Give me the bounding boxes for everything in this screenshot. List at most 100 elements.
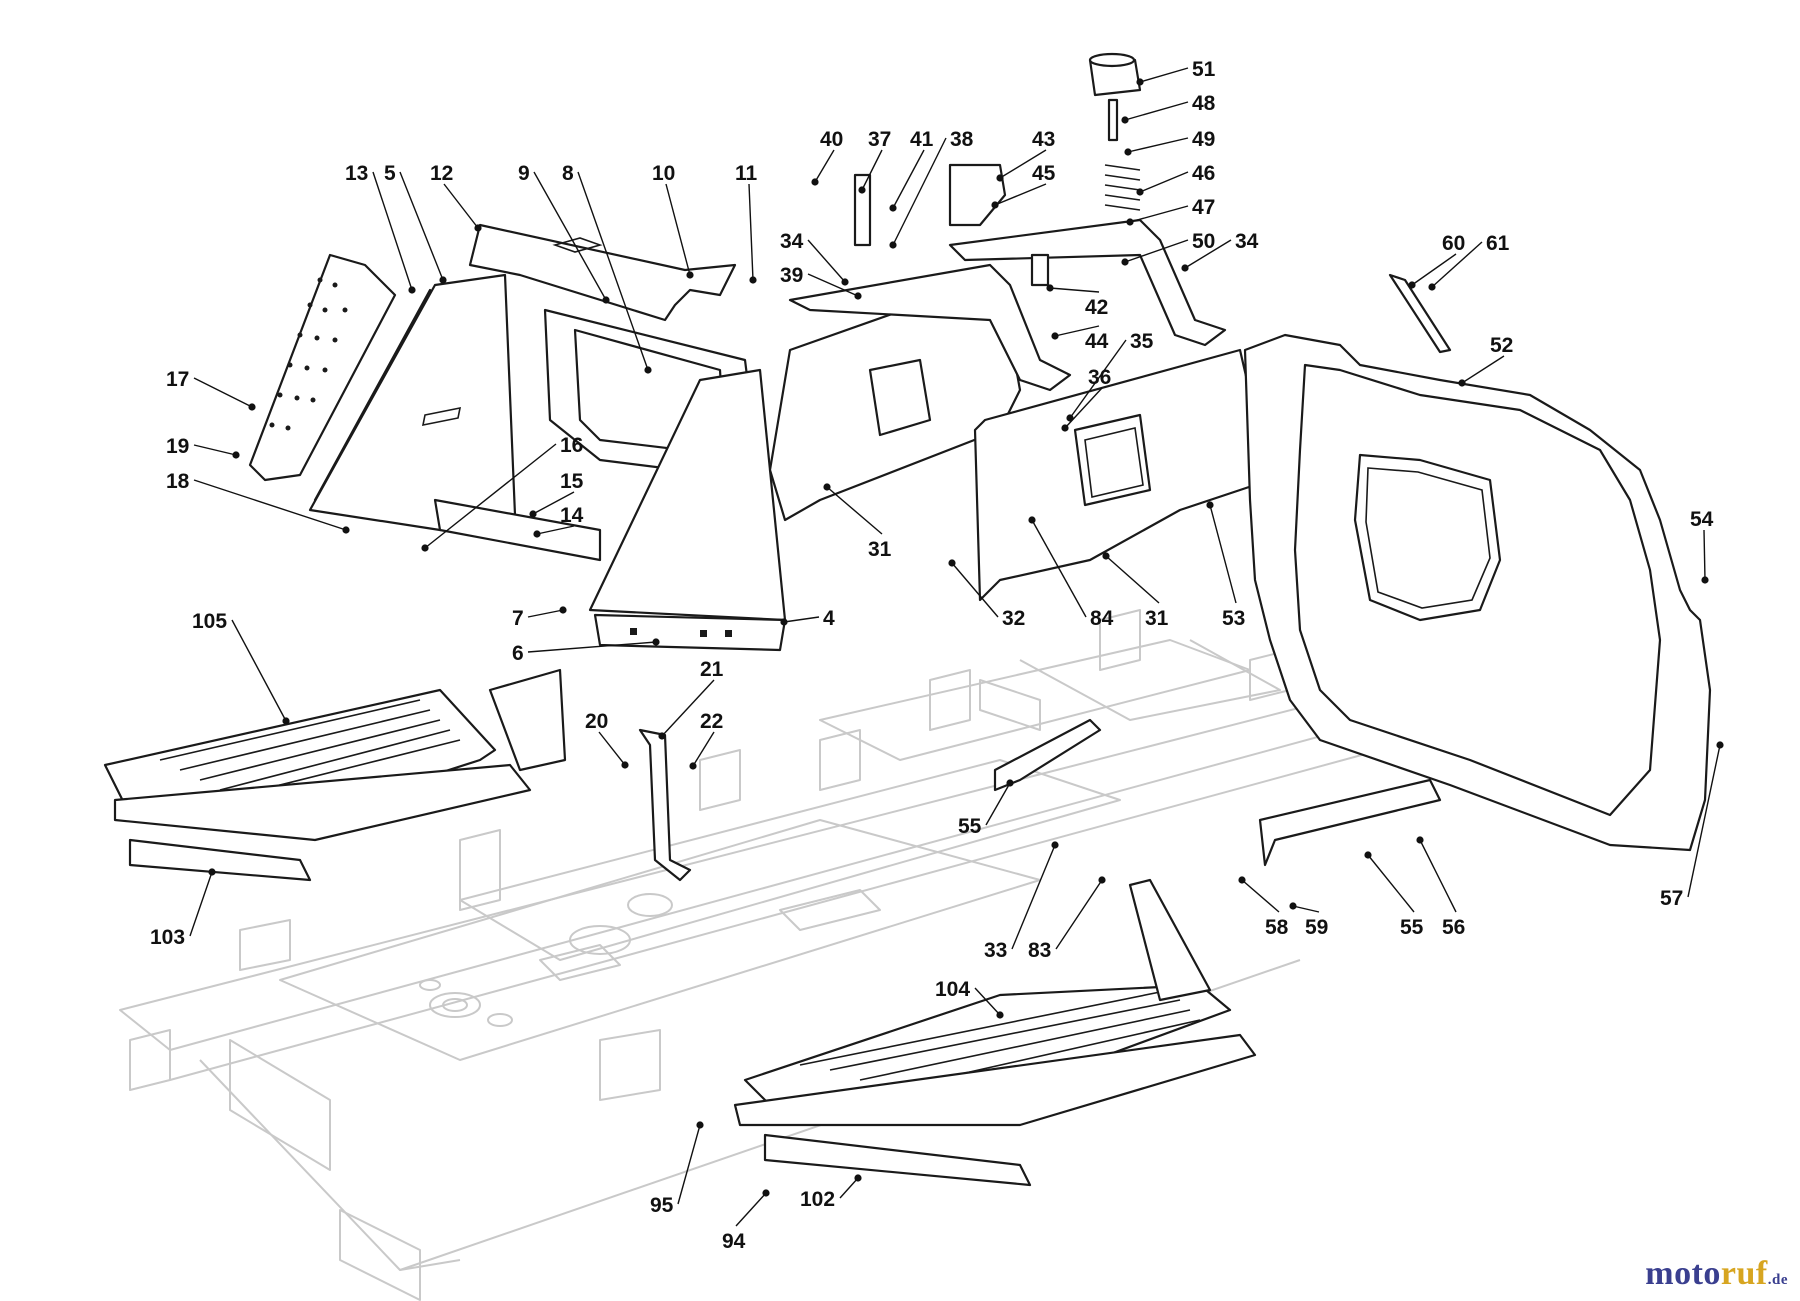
- leader-line-95: [677, 1124, 701, 1205]
- leader-line-41: [892, 149, 925, 209]
- leader-line-46: [1139, 171, 1189, 193]
- callout-label-31: 31: [868, 538, 892, 561]
- leader-dot-21: [658, 732, 666, 740]
- leader-line-54: [1703, 529, 1706, 581]
- callout-label-102: 102: [800, 1188, 835, 1211]
- callout-label-8: 8: [562, 162, 574, 185]
- callout-label-83: 83: [1028, 939, 1051, 962]
- leader-line-43: [999, 149, 1047, 179]
- leader-line-58: [1241, 879, 1280, 913]
- leader-dot-105: [282, 717, 290, 725]
- callout-label-45: 45: [1032, 162, 1056, 185]
- leader-dot-94: [762, 1189, 770, 1197]
- leader-dot-61: [1428, 283, 1436, 291]
- leader-line-18: [193, 479, 347, 531]
- leader-line-56: [1419, 839, 1457, 913]
- leader-line-11: [748, 183, 754, 281]
- leader-dot-48: [1121, 116, 1129, 124]
- leader-line-17: [193, 377, 253, 408]
- callout-label-42: 42: [1085, 296, 1108, 319]
- leader-dot-5: [439, 276, 447, 284]
- callout-label-12: 12: [430, 162, 453, 185]
- leader-dot-6: [652, 638, 660, 646]
- leader-dot-18: [342, 526, 350, 534]
- leader-dot-52: [1458, 379, 1466, 387]
- leader-line-83: [1055, 879, 1103, 950]
- leader-dot-84: [1028, 516, 1036, 524]
- leader-line-48: [1124, 101, 1189, 121]
- leader-dot-60: [1408, 281, 1416, 289]
- leader-line-12: [443, 183, 479, 229]
- leader-line-20: [598, 731, 626, 766]
- leader-dot-20: [621, 761, 629, 769]
- callout-label-39: 39: [780, 264, 803, 287]
- callout-label-14: 14: [560, 504, 584, 527]
- leader-dot-59: [1289, 902, 1297, 910]
- leader-dot-16: [421, 544, 429, 552]
- leader-dot-45: [991, 201, 999, 209]
- callout-leader-lines: [189, 67, 1724, 1227]
- leader-dot-57: [1716, 741, 1724, 749]
- leader-dot-19: [232, 451, 240, 459]
- callout-label-84: 84: [1090, 607, 1114, 630]
- callout-label-18: 18: [166, 470, 190, 493]
- callout-label-58: 58: [1265, 916, 1289, 939]
- callout-label-55: 55: [1400, 916, 1424, 939]
- leader-line-84: [1031, 519, 1087, 618]
- leader-dot-11: [749, 276, 757, 284]
- callout-label-56: 56: [1442, 916, 1465, 939]
- callout-label-47: 47: [1192, 196, 1215, 219]
- leader-line-14: [536, 525, 575, 535]
- callout-label-21: 21: [700, 658, 724, 681]
- leader-line-34: [1184, 239, 1232, 269]
- leader-dot-33: [1051, 841, 1059, 849]
- leader-line-19: [193, 444, 237, 456]
- leader-line-21: [661, 679, 715, 737]
- callout-label-50: 50: [1192, 230, 1215, 253]
- leader-line-44: [1054, 325, 1100, 337]
- leader-dot-95: [696, 1121, 704, 1129]
- leader-dot-40: [811, 178, 819, 186]
- leader-line-13: [372, 171, 413, 291]
- leader-line-52: [1461, 355, 1505, 384]
- motoruf-logo: motoruf.de: [1645, 1255, 1788, 1292]
- leader-dot-44: [1051, 332, 1059, 340]
- callout-label-37: 37: [868, 128, 891, 151]
- callout-label-104: 104: [935, 978, 970, 1001]
- leader-dot-38: [889, 241, 897, 249]
- leader-dot-104: [996, 1011, 1004, 1019]
- callout-label-43: 43: [1032, 128, 1055, 151]
- callout-label-7: 7: [512, 607, 524, 630]
- callout-label-19: 19: [166, 435, 189, 458]
- callout-label-31: 31: [1145, 607, 1169, 630]
- leader-dot-51: [1136, 78, 1144, 86]
- leader-dot-10: [686, 271, 694, 279]
- leader-dot-36: [1061, 424, 1069, 432]
- callout-label-36: 36: [1088, 366, 1111, 389]
- leader-line-59: [1292, 905, 1320, 913]
- leader-dot-34: [841, 278, 849, 286]
- leader-dot-37: [858, 186, 866, 194]
- leader-dot-47: [1126, 218, 1134, 226]
- callout-label-61: 61: [1486, 232, 1510, 255]
- leader-line-15: [532, 491, 575, 515]
- callout-label-95: 95: [650, 1194, 674, 1217]
- leader-line-49: [1127, 137, 1189, 153]
- leader-line-4: [783, 616, 820, 623]
- leader-dot-7: [559, 606, 567, 614]
- leader-dot-50: [1121, 258, 1129, 266]
- callout-label-41: 41: [910, 128, 934, 151]
- leader-line-105: [231, 619, 287, 722]
- leader-dot-46: [1136, 188, 1144, 196]
- leader-line-36: [1064, 387, 1103, 429]
- leader-line-51: [1139, 67, 1189, 83]
- fender-panels: [768, 278, 1272, 602]
- callout-label-46: 46: [1192, 162, 1215, 185]
- leader-dot-103: [208, 868, 216, 876]
- leader-line-6: [527, 641, 657, 653]
- leader-dot-55: [1006, 779, 1014, 787]
- left-panel-assembly: [248, 223, 787, 652]
- leader-line-45: [994, 183, 1047, 206]
